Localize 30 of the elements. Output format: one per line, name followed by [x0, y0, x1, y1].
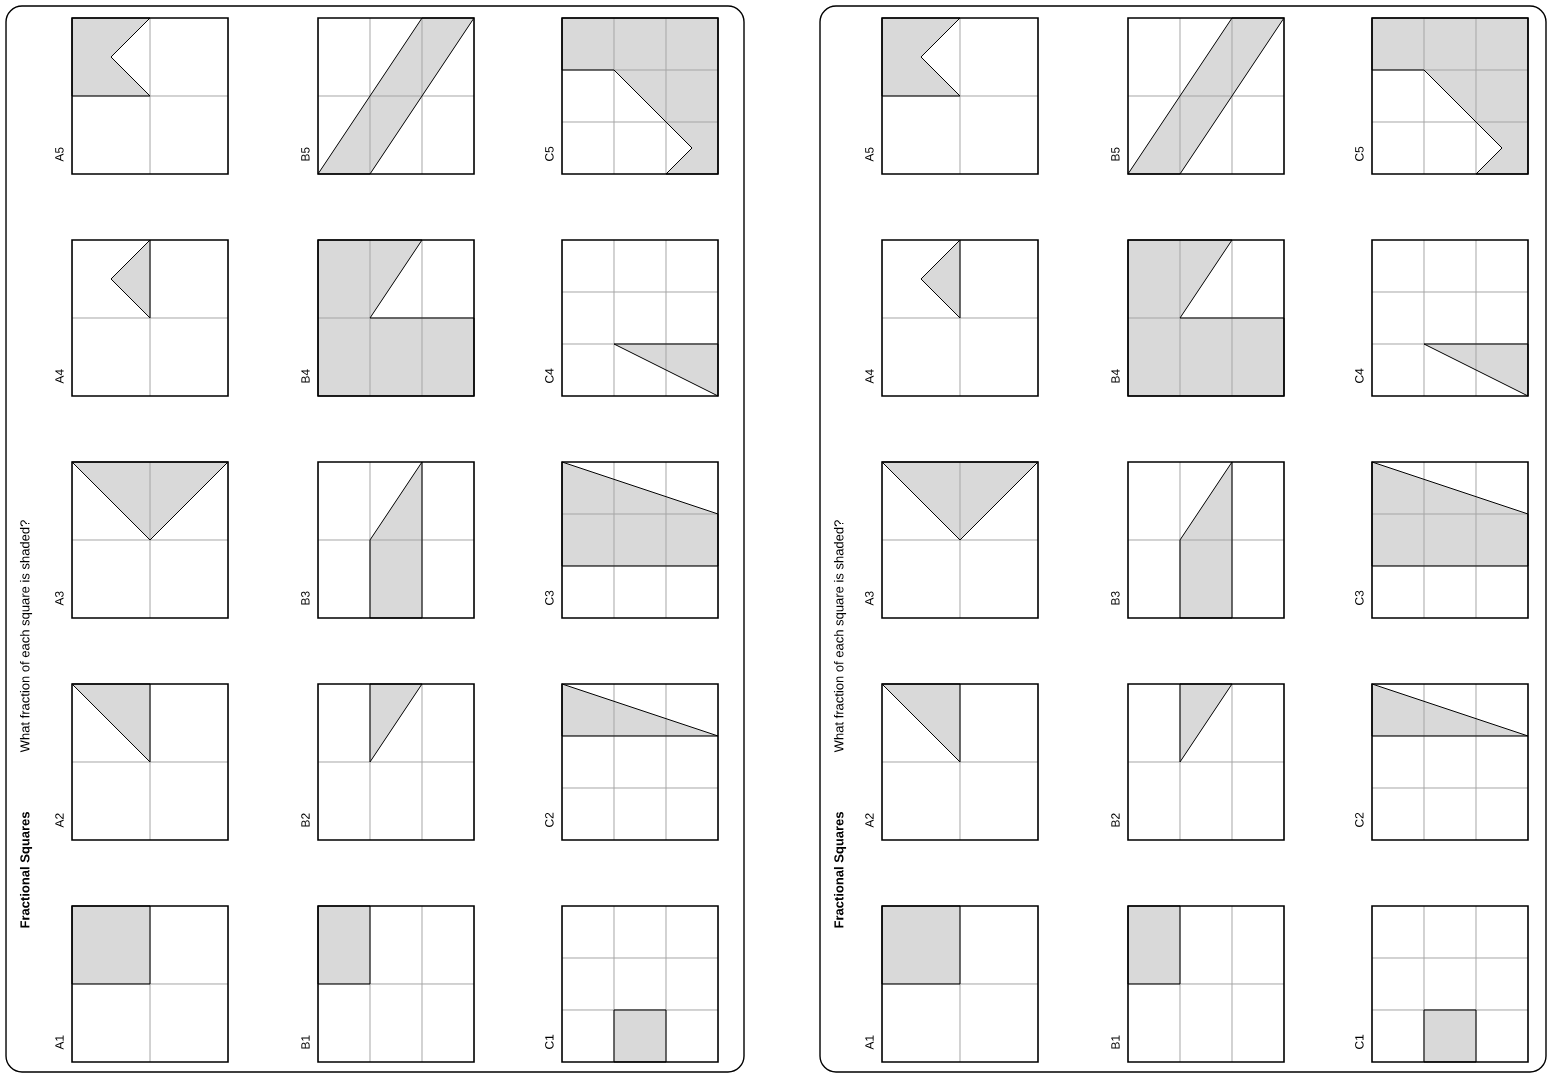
- fraction-square: [881, 461, 1039, 619]
- fraction-square: [317, 239, 475, 397]
- fraction-square: [1127, 17, 1285, 175]
- fraction-square: [881, 683, 1039, 841]
- fraction-square: [317, 905, 475, 1063]
- fraction-square: [1127, 239, 1285, 397]
- fraction-square: [561, 905, 719, 1063]
- fraction-square: [1371, 17, 1529, 175]
- fraction-square: [1127, 905, 1285, 1063]
- fraction-square: [1371, 461, 1529, 619]
- fraction-square: [1127, 461, 1285, 619]
- fraction-square: [71, 239, 229, 397]
- fraction-square: [71, 17, 229, 175]
- fraction-square: [561, 461, 719, 619]
- fraction-square: [881, 17, 1039, 175]
- fraction-square: [71, 683, 229, 841]
- fraction-square: [561, 17, 719, 175]
- fraction-square: [317, 17, 475, 175]
- fraction-square: [881, 905, 1039, 1063]
- fraction-square: [561, 683, 719, 841]
- fraction-square: [71, 461, 229, 619]
- fraction-square: [1127, 683, 1285, 841]
- fraction-square: [1371, 239, 1529, 397]
- fraction-square: [561, 239, 719, 397]
- fraction-square: [71, 905, 229, 1063]
- fraction-square: [881, 239, 1039, 397]
- fraction-square: [1371, 683, 1529, 841]
- fraction-square: [317, 461, 475, 619]
- fraction-square: [1371, 905, 1529, 1063]
- fraction-square: [317, 683, 475, 841]
